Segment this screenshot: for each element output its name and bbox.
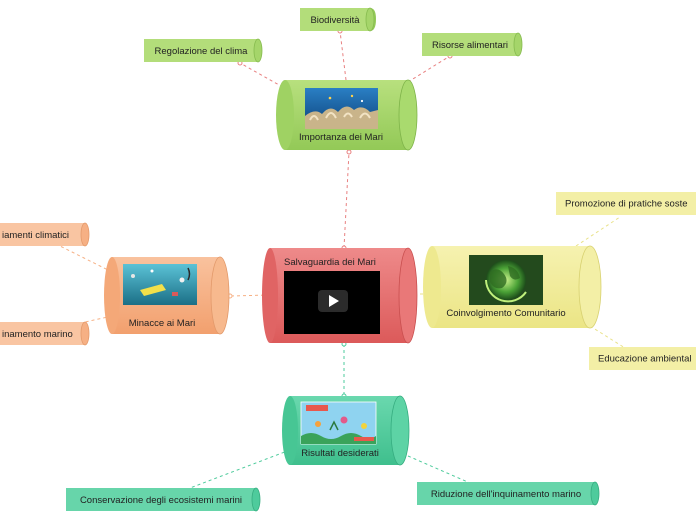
leaf-risorse[interactable]: Risorse alimentari [422,32,523,57]
leaf-label: Educazione ambiental [598,354,691,365]
node-title: Minacce ai Mari [129,318,196,329]
node-title: Importanza dei Mari [299,132,383,143]
connector-coinvolgimento-educazione [589,325,626,349]
leaf-riduzione[interactable]: Riduzione dell'inquinamento marino [417,481,600,506]
leaf-educazione[interactable]: Educazione ambiental [589,347,696,370]
play-icon [329,295,339,307]
node-coinvolgimento[interactable]: Coinvolgimento Comunitario [423,245,602,329]
sea-poster-image [300,401,377,445]
leaf-label: Biodiversità [310,15,360,26]
node-risultati[interactable]: Risultati desiderati [282,395,410,466]
leaf-label: Conservazione degli ecosistemi marini [80,495,242,506]
connector-minacce-cambiamenti [59,245,113,273]
node-title: Salvaguardia dei Mari [284,257,376,268]
connector-risultati-riduzione [407,455,471,484]
leaf-cambiamenti-climatici[interactable]: iamenti climatici [0,222,90,247]
connector-risultati-conservazione [189,449,291,489]
leaf-label: Promozione di pratiche soste [565,199,688,210]
leaf-biodiversita[interactable]: Biodiversità [300,7,376,32]
node-central[interactable]: Salvaguardia dei Mari [262,247,418,344]
connector-coinvolgimento-promozione [575,216,621,247]
connector-minacce-inquinamento [84,315,113,323]
node-minacce[interactable]: Minacce ai Mari [104,256,230,335]
leaf-label: Regolazione del clima [155,46,249,57]
node-title: Risultati desiderati [301,448,379,459]
leaf-inquinamento-marino[interactable]: inamento marino [0,321,90,346]
leaf-label: inamento marino [2,329,73,340]
leaf-promozione[interactable]: Promozione di pratiche soste [556,192,696,215]
green-globe-image [469,255,543,305]
connector-central-importanza [343,151,350,249]
connector-dot [346,149,352,155]
ocean-plastic-image [123,264,197,305]
leaf-regolazione[interactable]: Regolazione del clima [144,38,263,63]
leaf-label: Riduzione dell'inquinamento marino [431,489,581,500]
leaf-conservazione[interactable]: Conservazione degli ecosistemi marini [66,487,261,512]
node-title: Coinvolgimento Comunitario [446,308,565,319]
coral-reef-image [305,88,378,129]
video-player[interactable] [284,271,380,334]
node-importanza[interactable]: Importanza dei Mari [276,79,418,151]
leaf-label: iamenti climatici [2,230,69,241]
connector-importanza-risorse [407,55,451,83]
leaf-label: Risorse alimentari [432,40,508,51]
connector-importanza-biodiversita [339,30,347,81]
